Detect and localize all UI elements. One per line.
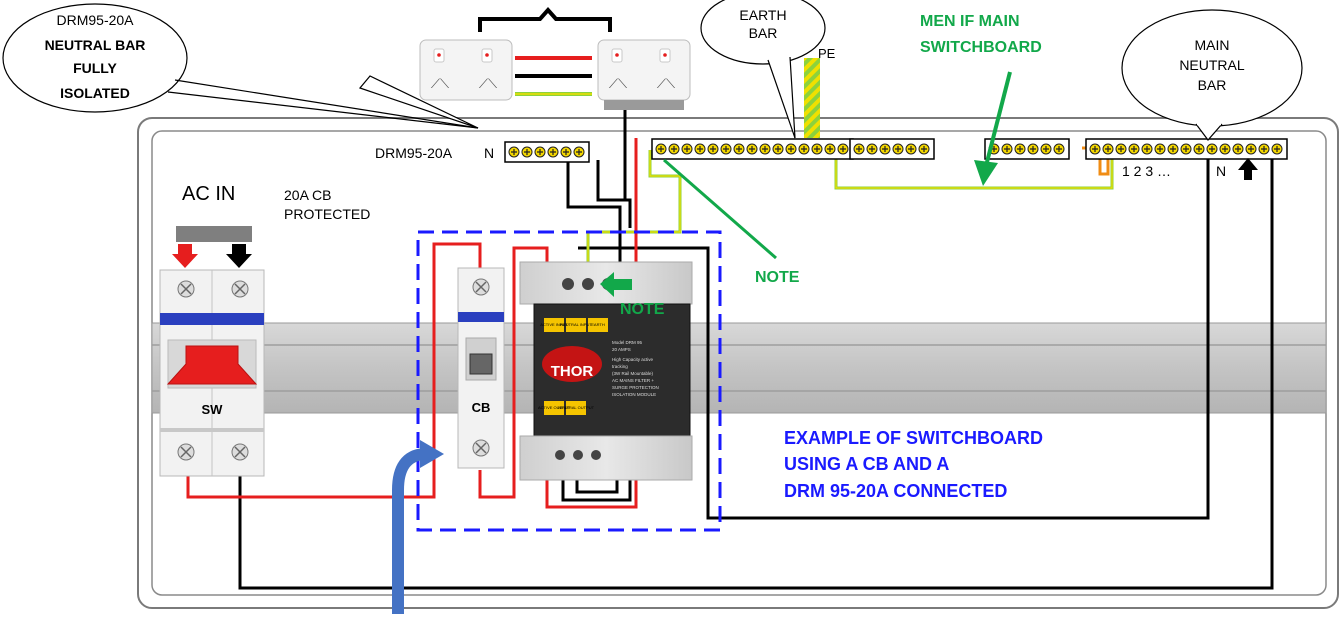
drm-top-label-2: NEUTRAL INPUT — [560, 322, 592, 327]
drm-bottom-label-2: NEUTRAL OUTPUT — [558, 405, 595, 410]
callout-drm-line1: DRM95-20A — [56, 12, 134, 28]
neutral-wire-drm-in — [578, 150, 1210, 520]
drm-top-label-1: ACTIVE INPUT — [540, 322, 568, 327]
screw-icon — [475, 442, 487, 454]
active-wire-sw-cb — [186, 242, 482, 499]
callout-earth-bar: EARTH BAR — [700, 0, 826, 139]
circuit-breaker: CB — [457, 267, 505, 469]
n-terminal-label: N — [1216, 163, 1226, 179]
men-arrow — [974, 71, 1012, 186]
callout-drm-neutral-bar: DRM95-20A NEUTRAL BAR FULLY ISOLATED — [2, 3, 479, 129]
note-label-module: NOTE — [620, 301, 665, 318]
gpo-brace — [478, 6, 612, 32]
main-switch: SW — [159, 269, 265, 477]
gpo-right: ⟋⟍ ⟋⟍ — [597, 39, 691, 110]
callout-mn-line1: MAIN — [1195, 37, 1230, 53]
blue-curved-arrow — [392, 440, 444, 614]
earth-wire-drm-stripe — [587, 150, 681, 286]
drm-spec-6: AC MAINS FILTER + — [612, 378, 654, 383]
men-link-wire-stripe — [835, 158, 1113, 189]
drm-spec-3: High Capacity active — [612, 357, 654, 362]
din-rail — [151, 322, 1327, 414]
note-label-earth: NOTE — [755, 269, 800, 286]
drm-spec-5: (3W Rail Mountable) — [612, 371, 654, 376]
wires — [186, 100, 1274, 590]
callout-main-neutral-bar: MAIN NEUTRAL BAR — [1121, 9, 1303, 141]
example-line3: DRM 95-20A CONNECTED — [784, 481, 1007, 501]
note-pointer-line — [663, 158, 777, 260]
main-neutral-bar — [1085, 138, 1288, 160]
sw-label: SW — [202, 402, 224, 417]
active-in-arrow-icon — [172, 244, 198, 268]
drm-bottom-label-1: ACTIVE OUTPUT — [538, 405, 571, 410]
link-bar — [984, 138, 1070, 160]
earth-bar — [651, 138, 854, 160]
ac-in-cable-block — [176, 226, 252, 242]
drm-spec-4: tracking — [612, 364, 628, 369]
drm-spec-7: SURGE PROTECTION — [612, 385, 659, 390]
men-label-line1: MEN IF MAIN — [920, 13, 1020, 30]
example-line1: EXAMPLE OF SWITCHBOARD — [784, 428, 1043, 448]
gpo-left: ⟋⟍ ⟋⟍ — [419, 39, 513, 101]
cb-protected-line2: PROTECTED — [284, 206, 370, 222]
pe-conductor — [804, 58, 820, 138]
callout-mn-line2: NEUTRAL — [1179, 57, 1245, 73]
callout-earth-line1: EARTH — [739, 7, 786, 23]
svg-text:⟋⟍: ⟋⟍ — [657, 76, 676, 91]
screw-icon — [177, 280, 249, 461]
drm-spec-8: ISOLATION MODULE — [612, 392, 656, 397]
drm-bar-n-label: N — [484, 145, 494, 161]
ac-in-label: AC IN — [182, 183, 235, 205]
callout-mn-line3: BAR — [1198, 77, 1227, 93]
gpo-link-cable — [515, 56, 592, 96]
neutral-wire-drm-out-2 — [575, 470, 619, 494]
cb-label: CB — [472, 400, 491, 415]
callout-drm-line4: ISOLATED — [60, 85, 130, 101]
screw-icon — [475, 281, 487, 293]
cb-toggle — [469, 353, 493, 375]
svg-text:⟋⟍: ⟋⟍ — [609, 76, 628, 91]
n-terminal-arrow-icon — [1238, 158, 1258, 180]
thor-logo: THOR — [551, 363, 594, 380]
earth-bar-ext — [849, 138, 935, 160]
svg-text:⟋⟍: ⟋⟍ — [431, 76, 450, 91]
drm-spec-2: 20 AMPS — [612, 347, 631, 352]
example-line2: USING A CB AND A — [784, 454, 949, 474]
gpo-mount-plate — [604, 100, 684, 110]
active-wire-cb-drm — [478, 246, 549, 499]
terminal-bars — [504, 138, 1288, 163]
callout-drm-line2: NEUTRAL BAR — [45, 37, 146, 53]
pe-label: PE — [818, 46, 836, 61]
switch-toggle — [166, 345, 258, 385]
cb-drm-group-box — [416, 230, 722, 532]
callout-earth-line2: BAR — [749, 25, 778, 41]
thor-logo-swoosh — [542, 346, 602, 382]
terminal-numbers: 1 2 3 … — [1122, 163, 1171, 179]
drm-module: ACTIVE INPUT NEUTRAL INPUT EARTH ACTIVE … — [519, 261, 693, 481]
neutral-wire-drm-bar — [566, 152, 622, 286]
neutral-in-arrow-icon — [226, 244, 252, 268]
cb-protected-line1: 20A CB — [284, 187, 331, 203]
drm-bar-label: DRM95-20A — [375, 145, 453, 161]
neutral-wire-drm-bar-2 — [596, 160, 632, 228]
svg-text:⟋⟍: ⟋⟍ — [479, 76, 498, 91]
note-arrow-icon — [600, 272, 632, 297]
callout-drm-line3: FULLY — [73, 60, 117, 76]
men-label-line2: SWITCHBOARD — [920, 39, 1042, 56]
drm-neutral-bar — [504, 141, 590, 163]
drm-top-label-3: EARTH — [591, 322, 605, 327]
drm-spec-1: Model DRM 95 — [612, 340, 643, 345]
neutral-wire-drm-out — [561, 470, 632, 502]
neutral-wire-main — [238, 150, 1274, 590]
